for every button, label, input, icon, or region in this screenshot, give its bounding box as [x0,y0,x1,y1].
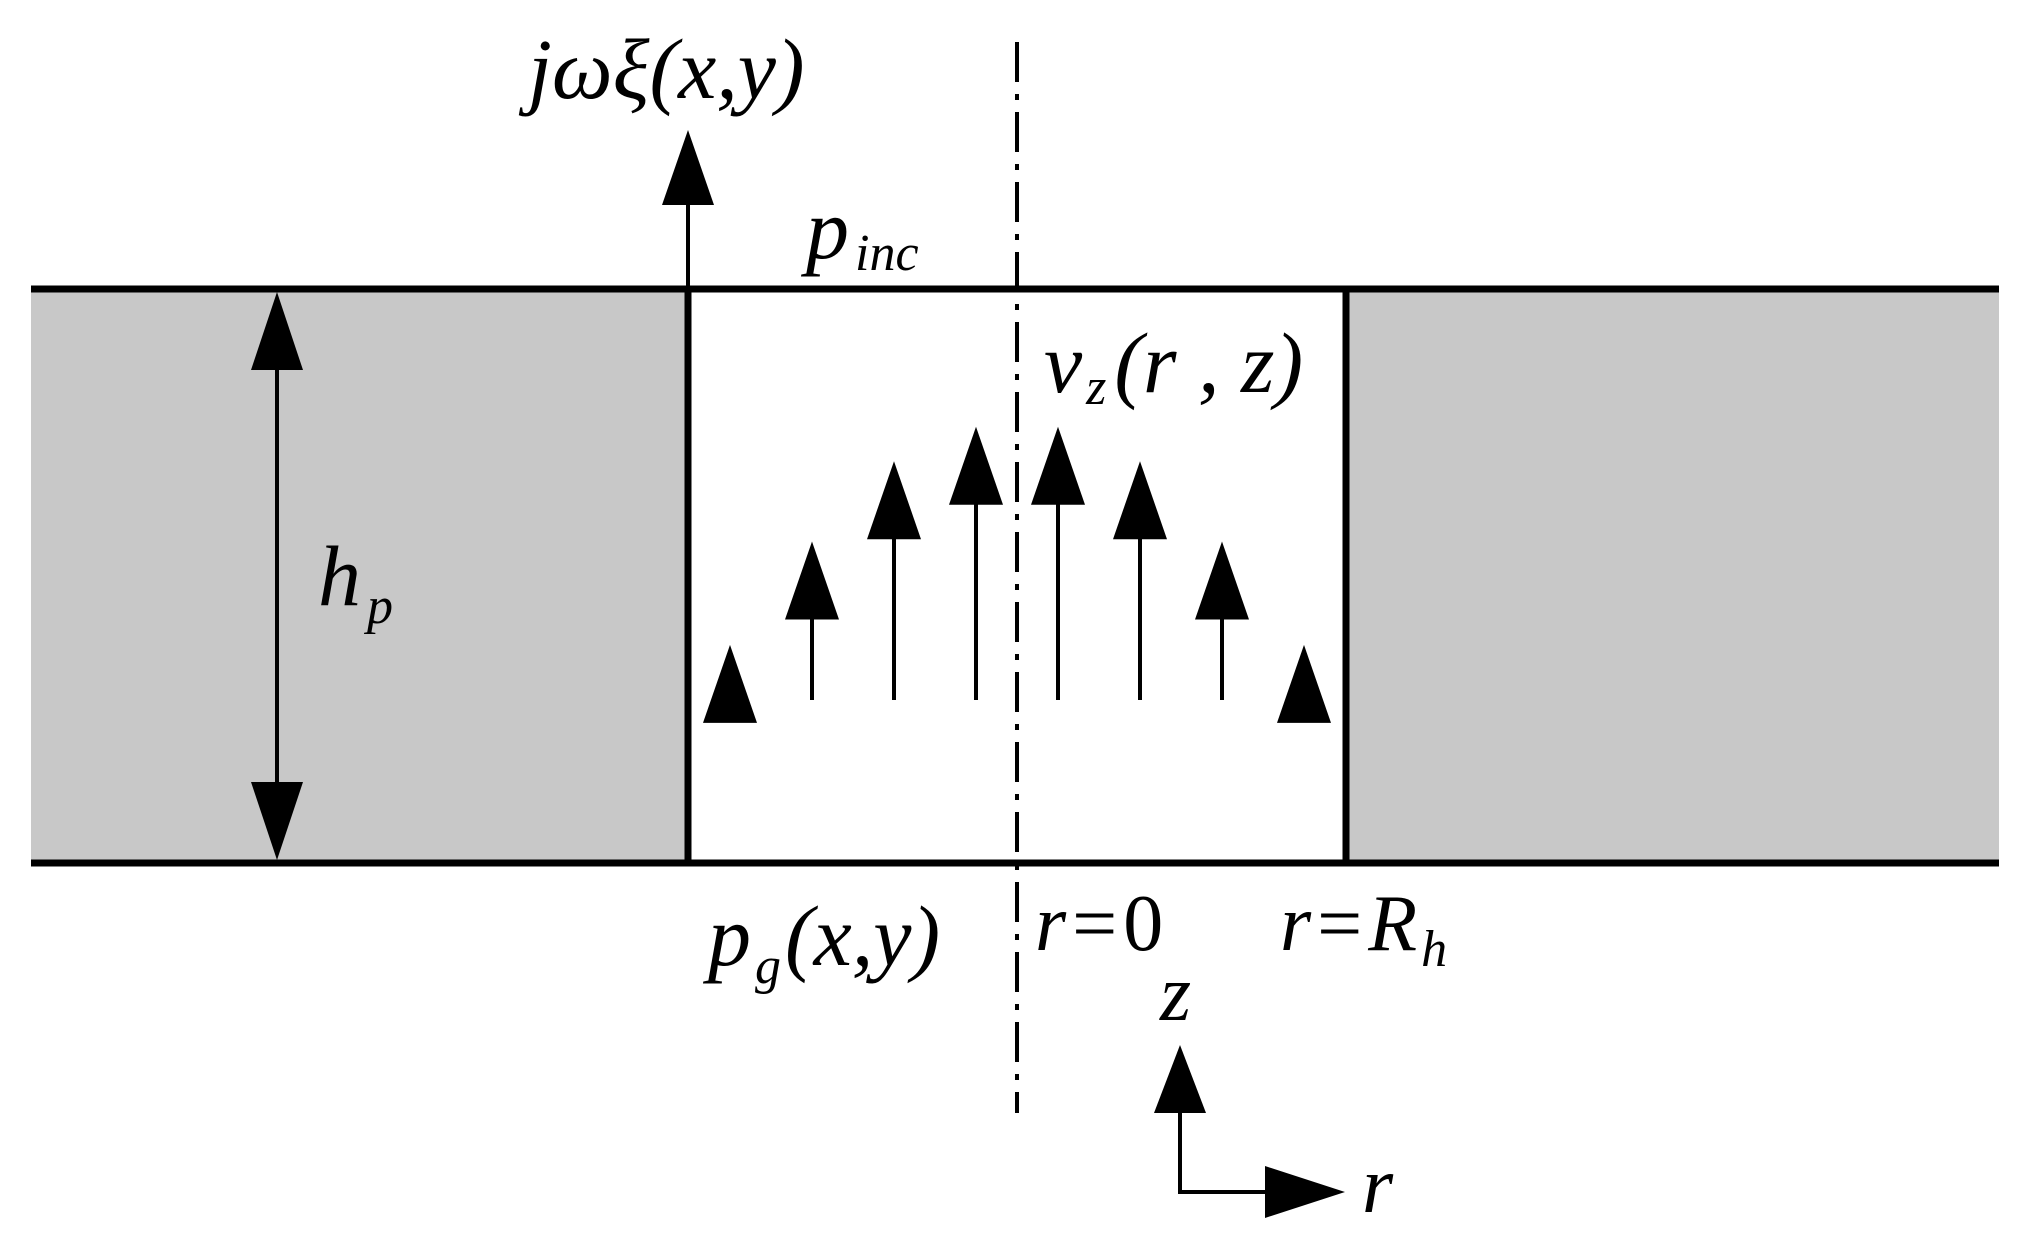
velocity-arrow-head [785,541,839,620]
velocity-arrow-head [1031,426,1085,505]
thickness-dimension-arrow [251,292,303,860]
label-axis-r: r [1362,1142,1394,1230]
plate-left-solid [31,289,686,863]
velocity-arrow-head [949,426,1003,505]
coordinate-axes [1154,1045,1345,1218]
velocity-arrow-head [1277,644,1331,723]
velocity-arrow-head [867,461,921,540]
velocity-arrow-head [1195,541,1249,620]
label-bottom-pressure: pg(x,y) [702,888,940,995]
z-axis-arrowhead [1154,1045,1206,1113]
label-edge-radius: r=Rh [1280,880,1447,978]
r-axis-arrowhead [1265,1166,1345,1218]
surface-velocity-arrow [662,130,714,289]
velocity-arrow-head [1113,461,1167,540]
label-hole-velocity: vz(r , z) [1044,315,1303,416]
velocity-arrow-head [703,644,757,723]
plate-right-solid [1348,289,1999,863]
label-axis-z: z [1159,950,1191,1038]
label-center-radius: r=0 [1035,880,1163,968]
label-top-velocity: jωξ(x,y) [518,21,805,117]
velocity-profile-arrows [703,426,1331,723]
